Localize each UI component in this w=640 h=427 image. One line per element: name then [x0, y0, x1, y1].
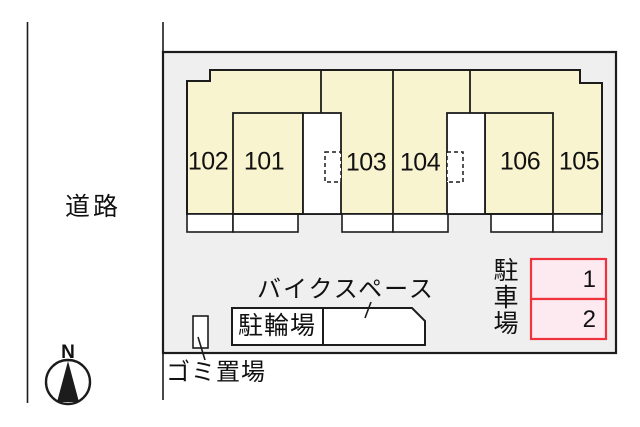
garbage-leader-line: [197, 336, 206, 361]
unit-label-102: 102: [187, 147, 229, 176]
stairwell-left-dashed-box: [324, 151, 342, 183]
porch-unit-106: [490, 213, 554, 233]
parking-label: 駐車場: [493, 257, 519, 338]
unit-label-104: 104: [399, 148, 441, 177]
garbage-box: [192, 315, 209, 349]
bicycle-parking-label: 駐輪場: [238, 312, 317, 340]
unit-label-105: 105: [558, 147, 600, 176]
compass-needle: [57, 361, 79, 402]
unit-label-101: 101: [243, 147, 285, 176]
road-label: 道路: [65, 193, 122, 221]
building-outline: [186, 69, 603, 215]
compass-north-label: N: [61, 342, 75, 363]
porch-unit-104: [392, 213, 449, 233]
porch-unit-103: [341, 213, 394, 233]
bicycle-parking-box: [231, 307, 324, 346]
bike-space-label: バイクスペース: [257, 276, 435, 303]
parking-space-2-number: 2: [582, 306, 596, 333]
porch-unit-102: [186, 213, 234, 233]
parking-space-1-number: 1: [582, 266, 596, 293]
unit-label-103: 103: [345, 148, 387, 177]
garbage-label: ゴミ置場: [166, 359, 266, 386]
bike-space-box: [322, 307, 426, 346]
parking-space-1-box: [529, 257, 608, 301]
stairwell-right-dashed-box: [446, 151, 464, 183]
porch-unit-101: [232, 213, 299, 233]
bike-space-leader-line: [364, 301, 372, 319]
parking-space-2-box: [529, 297, 608, 341]
porch-unit-105: [552, 213, 603, 233]
unit-label-106: 106: [499, 147, 541, 176]
